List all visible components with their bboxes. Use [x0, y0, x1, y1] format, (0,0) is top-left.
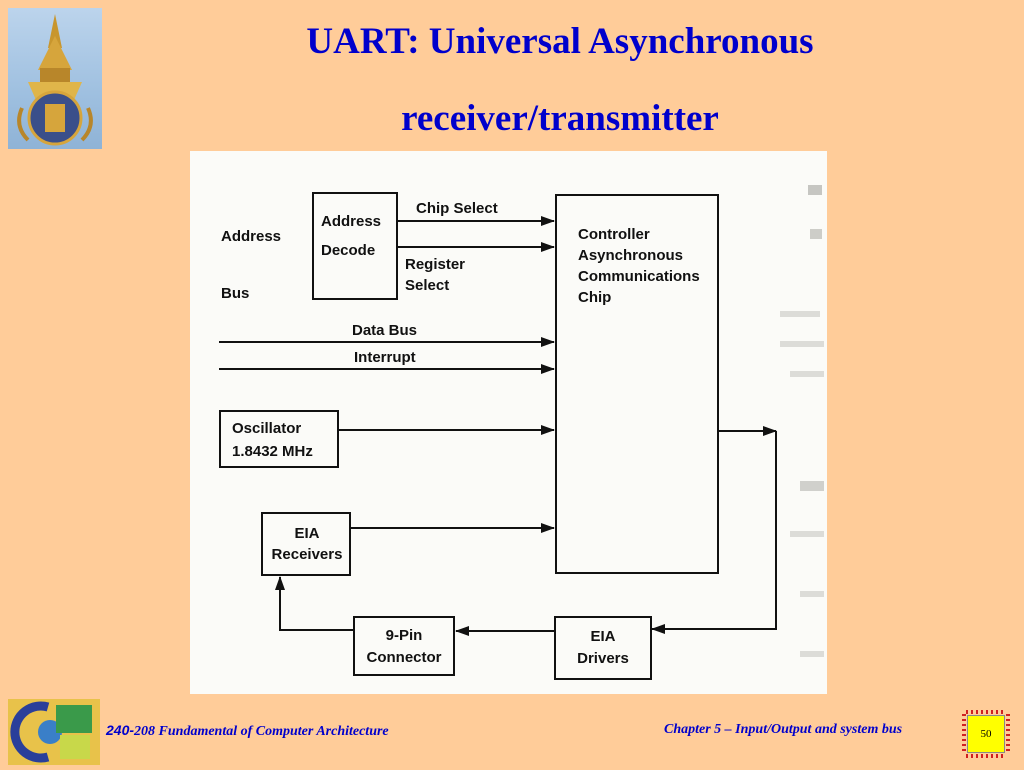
uart-block-diagram: Address Bus Address Decode Controller As…: [190, 151, 827, 694]
register-select-label: Register: [405, 256, 465, 273]
chip-pins-left: [962, 714, 966, 754]
eia-drivers-label-2: Drivers: [577, 650, 629, 667]
course-name: 208 Fundamental of Computer Architecture: [134, 724, 389, 739]
controller-label-2: Asynchronous: [578, 247, 683, 264]
chip-pins-top: [966, 710, 1006, 714]
controller-label-1: Controller: [578, 226, 650, 243]
university-emblem-icon: [8, 8, 102, 149]
connector-box: [353, 616, 455, 676]
slide-title-line-2: receiver/transmitter: [401, 98, 719, 139]
interrupt-label: Interrupt: [354, 349, 416, 366]
controller-label-4: Chip: [578, 289, 611, 306]
address-decode-label: Address: [321, 213, 381, 230]
chip-icon: 50: [962, 710, 1010, 758]
controller-chip-box: [555, 194, 719, 574]
output-to-drivers-arrow: [651, 431, 777, 634]
address-bus-label-2: Bus: [221, 285, 249, 302]
footer-chapter: Chapter 5 – Input/Output and system bus: [664, 722, 903, 737]
address-bus-label: Address: [221, 228, 281, 245]
chip-pins-right: [1006, 714, 1010, 754]
address-decode-label-2: Decode: [321, 242, 375, 259]
page-number: 50: [967, 715, 1005, 753]
chip-pins-bottom: [966, 754, 1006, 758]
controller-label-3: Communications: [578, 268, 700, 285]
slide-title-line-1: UART: Universal Asynchronous: [306, 21, 814, 62]
oscillator-label: Oscillator: [232, 420, 301, 437]
scan-bleed-through: [780, 185, 824, 657]
oscillator-box: [219, 410, 339, 468]
data-bus-label: Data Bus: [352, 322, 417, 339]
eia-drivers-label: EIA: [590, 628, 615, 645]
eia-receivers-label-2: Receivers: [272, 546, 343, 563]
department-logo-icon: [8, 699, 100, 765]
footer-course: 240-208 Fundamental of Computer Architec…: [106, 722, 389, 740]
connector-to-receivers-arrow: [275, 576, 354, 631]
chip-select-label: Chip Select: [416, 200, 498, 217]
connector-label-2: Connector: [367, 649, 442, 666]
oscillator-frequency: 1.8432 MHz: [232, 443, 313, 460]
eia-receivers-label: EIA: [294, 525, 319, 542]
course-number: 240-: [106, 722, 135, 738]
eia-drivers-box: [554, 616, 652, 680]
connector-label: 9-Pin: [386, 627, 423, 644]
register-select-label-2: Select: [405, 277, 449, 294]
eia-receivers-box: [261, 512, 351, 576]
